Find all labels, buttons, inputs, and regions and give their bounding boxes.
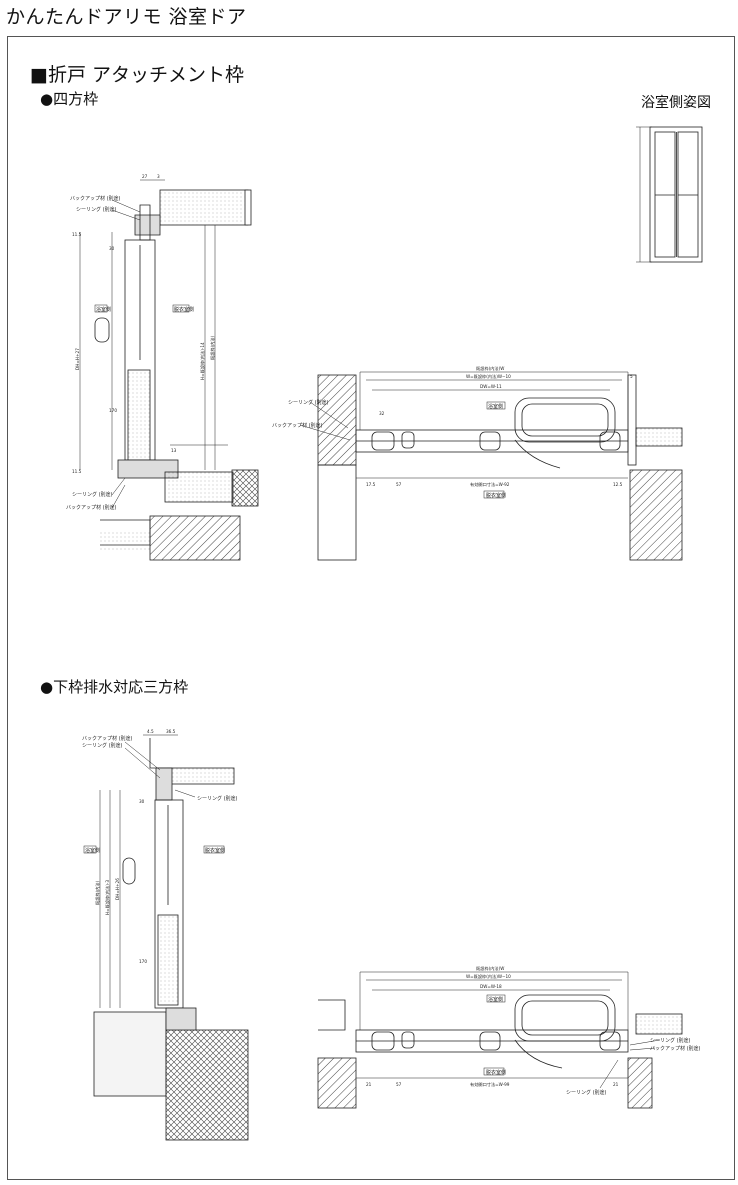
v1-dim-30: 30 bbox=[109, 246, 115, 251]
backup-label-1: バックアップ材 (別途) bbox=[70, 195, 121, 202]
section-title: ■折戸 アタッチメント枠 bbox=[30, 64, 244, 86]
bath-side-label-3: 浴室側 bbox=[85, 847, 100, 854]
h2-dim-eff: 有効開口寸法=W-99 bbox=[470, 1081, 510, 1088]
v2-dim-30: 30 bbox=[139, 799, 145, 804]
dressing-side-label-2: 脱衣室側 bbox=[486, 492, 506, 499]
v1-dim-hh: H=既設枠(内法)-14 bbox=[199, 342, 206, 380]
dressing-side-tag-3 bbox=[203, 845, 225, 854]
sealing-label-1: シーリング (別途) bbox=[76, 206, 117, 213]
bath-side-tag-3 bbox=[83, 845, 97, 854]
v2-dim-170: 170 bbox=[139, 959, 147, 964]
v2-dim-hh2: 既設枠(内法) bbox=[94, 880, 101, 905]
v1-dim-13: 13 bbox=[171, 448, 177, 453]
horizontal-section-four-side bbox=[299, 371, 683, 561]
v1-dim-115a: 11.5 bbox=[72, 232, 82, 237]
subsection-four-side: ●四方枠 bbox=[40, 90, 99, 108]
v2-dim-dh: DH=H+26 bbox=[115, 878, 120, 900]
h1-dim-eff: 有効開口寸法=W-92 bbox=[470, 481, 510, 488]
bath-side-tag-1 bbox=[94, 304, 108, 313]
h1-dim-32: 32 bbox=[379, 411, 385, 416]
backup-label-3: バックアップ材 (別途) bbox=[272, 422, 323, 429]
sealing-label-2: シーリング (別途) bbox=[72, 491, 113, 498]
v2-dim-45: 4.5 bbox=[147, 729, 154, 734]
subsection-three-side: ●下枠排水対応三方枠 bbox=[40, 678, 189, 696]
bath-side-label-1: 浴室側 bbox=[96, 306, 111, 313]
dressing-side-tag-2 bbox=[483, 490, 505, 499]
content-frame bbox=[7, 36, 735, 1180]
bath-side-label-4: 浴室側 bbox=[488, 996, 503, 1003]
h1-dim-57: 57 bbox=[396, 482, 402, 487]
h1-dim-175: 17.5 bbox=[366, 482, 376, 487]
backup-label-6: バックアップ材 (別途) bbox=[650, 1045, 701, 1052]
sealing-label-6: シーリング (別途) bbox=[650, 1037, 691, 1044]
v1-dim-27: 27 bbox=[142, 174, 148, 179]
dressing-side-tag-1 bbox=[172, 304, 190, 313]
backup-label-2: バックアップ材 (別途) bbox=[66, 504, 117, 511]
h1-dim-w: W=既設枠(内法)W−10 bbox=[466, 373, 511, 380]
h2-dim-21a: 21 bbox=[366, 1082, 372, 1087]
vertical-section-four-side bbox=[79, 179, 259, 561]
dressing-side-tag-4 bbox=[483, 1067, 505, 1076]
v1-dim-hh2: 既設枠(内法) bbox=[209, 335, 216, 360]
side-view-title: 浴室側姿図 bbox=[641, 95, 711, 111]
sealing-label-7: シーリング (別途) bbox=[566, 1089, 607, 1096]
horizontal-section-three-side bbox=[317, 971, 683, 1109]
dressing-side-label-1: 脱衣室側 bbox=[174, 306, 194, 313]
sealing-label-5: シーリング (別途) bbox=[197, 795, 238, 802]
v2-dim-365: 36.5 bbox=[166, 729, 176, 734]
v2-dim-hh: H=既設枠(内法)-3 bbox=[104, 880, 111, 915]
dressing-side-label-3: 脱衣室側 bbox=[205, 847, 225, 854]
h2-dim-dw: DW=W-18 bbox=[480, 984, 502, 989]
h1-dim-dw: DW=W-11 bbox=[480, 384, 502, 389]
v1-dim-3: 3 bbox=[157, 174, 160, 179]
h2-dim-w: W=既設枠(内法)W−10 bbox=[466, 973, 511, 980]
side-elevation-view bbox=[636, 126, 703, 263]
sealing-label-4: シーリング (別途) bbox=[82, 742, 123, 749]
bath-side-label-2: 浴室側 bbox=[488, 403, 503, 410]
bath-side-tag-2 bbox=[486, 401, 506, 410]
h1-dim-125: 12.5 bbox=[613, 482, 623, 487]
h1-dim-5: 5 bbox=[630, 374, 633, 379]
dressing-side-label-4: 脱衣室側 bbox=[486, 1069, 506, 1076]
vertical-section-three-side bbox=[93, 734, 249, 1141]
v1-dim-115b: 11.5 bbox=[72, 469, 82, 474]
bath-side-tag-4 bbox=[486, 994, 506, 1003]
h2-dim-57: 57 bbox=[396, 1082, 402, 1087]
v1-dim-dh: DH=H+27 bbox=[75, 348, 80, 370]
h1-dim-top: 既設枠(内法)W bbox=[476, 365, 504, 372]
h2-dim-21b: 21 bbox=[613, 1082, 619, 1087]
sealing-label-3: シーリング (別途) bbox=[288, 399, 329, 406]
v1-dim-170: 170 bbox=[109, 408, 117, 413]
page-title: かんたんドアリモ 浴室ドア bbox=[6, 6, 247, 28]
backup-label-4: バックアップ材 (別途) bbox=[82, 735, 133, 742]
h2-dim-top: 既設枠(内法)W bbox=[476, 965, 504, 972]
